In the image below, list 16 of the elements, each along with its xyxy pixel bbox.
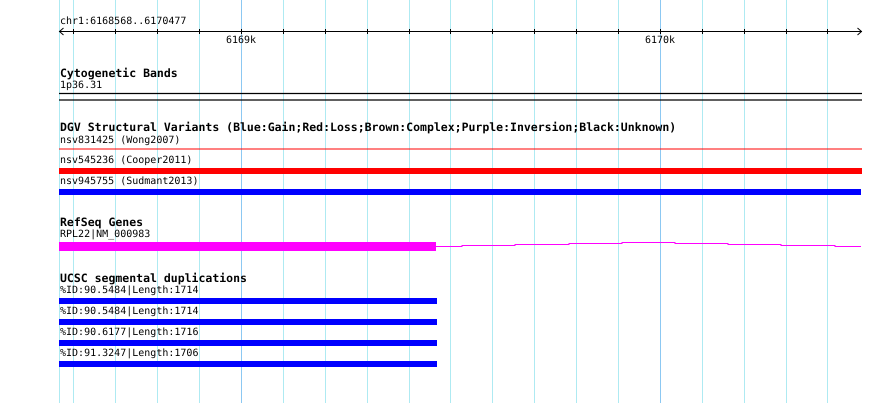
track-title: DGV Structural Variants (Blue:Gain;Red:Loss;Brown:Complex;Purple:Inversion;Black:Unknown) — [60, 121, 676, 133]
track-title: UCSC segmental duplications — [60, 272, 247, 284]
duplication-label: %ID:91.3247|Length:1706 — [60, 348, 198, 359]
tick-label: 6170k — [644, 35, 676, 46]
variant-label: nsv545236 (Cooper2011) — [60, 155, 192, 166]
coordinate-range-label: chr1:6168568..6170477 — [60, 16, 186, 27]
variant-label: nsv945755 (Sudmant2013) — [60, 176, 198, 187]
variant-label: nsv831425 (Wong2007) — [60, 135, 180, 146]
track-title: Cytogenetic Bands — [60, 67, 178, 79]
track-title: RefSeq Genes — [60, 216, 144, 228]
gene-label: RPL22|NM_000983 — [60, 229, 150, 240]
duplication-label: %ID:90.5484|Length:1714 — [60, 306, 198, 317]
duplication-label: %ID:90.6177|Length:1716 — [60, 327, 198, 338]
duplication-label: %ID:90.5484|Length:1714 — [60, 285, 198, 296]
cytoband-label: 1p36.31 — [60, 80, 102, 91]
tick-label: 6169k — [226, 35, 256, 46]
